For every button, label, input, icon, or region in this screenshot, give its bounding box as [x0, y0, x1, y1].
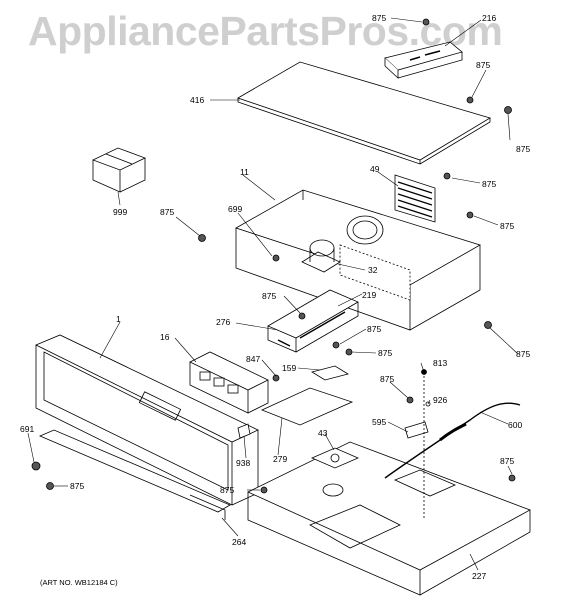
callout-875-c: 875: [516, 144, 530, 154]
callout-43: 43: [318, 428, 328, 438]
callout-227: 227: [472, 571, 486, 581]
plate-43: [310, 447, 360, 469]
callout-595: 595: [372, 417, 386, 427]
callout-600: 600: [508, 420, 522, 430]
callout-875-d: 875: [482, 179, 496, 189]
callout-847: 847: [246, 354, 260, 364]
harness-600: [384, 402, 521, 479]
callout-264: 264: [232, 537, 246, 547]
callout-276: 276: [216, 317, 230, 327]
housing-11: [235, 189, 481, 331]
art-number: (ART NO. WB12184 C): [40, 578, 118, 587]
callout-219: 219: [362, 290, 376, 300]
watermark: AppliancePartsPros.com: [28, 8, 503, 54]
insulation-279: [260, 387, 354, 426]
callout-938: 938: [236, 458, 250, 468]
callout-875-n: 875: [500, 456, 514, 466]
strip-lower: [38, 429, 231, 513]
callout-49: 49: [370, 164, 380, 174]
callout-416: 416: [190, 95, 204, 105]
base-227: [247, 441, 531, 596]
box-999: [91, 147, 147, 193]
callout-875-k: 875: [380, 374, 394, 384]
callout-16: 16: [160, 332, 170, 342]
callouts: 875 216 875 875 416 999 11 49 875 875 69…: [20, 13, 530, 587]
bracket-216: [384, 41, 463, 79]
screws: [31, 18, 516, 494]
callout-813: 813: [433, 358, 447, 368]
callout-875-j: 875: [516, 349, 530, 359]
callout-11: 11: [240, 167, 249, 177]
callout-926: 926: [433, 395, 447, 405]
callout-32: 32: [368, 265, 378, 275]
callout-279: 279: [273, 454, 287, 464]
callout-999: 999: [113, 207, 127, 217]
callout-875-h: 875: [367, 324, 381, 334]
callout-875-f: 875: [160, 207, 174, 217]
fan-32: [301, 239, 341, 273]
callout-875-g: 875: [262, 291, 276, 301]
callout-1: 1: [116, 314, 121, 324]
strip-264: [189, 494, 226, 520]
callout-875-m: 875: [220, 485, 234, 495]
callout-691: 691: [20, 424, 34, 434]
top-panel-416: [237, 61, 491, 165]
callout-875-b: 875: [476, 60, 490, 70]
part-159: [310, 365, 350, 381]
board-219-276: [267, 289, 359, 353]
callout-699: 699: [228, 204, 242, 214]
callout-875-a: 875: [372, 13, 386, 23]
control-board-16: [189, 351, 269, 414]
vent-49: [394, 174, 436, 223]
clip-938: [237, 423, 251, 439]
callout-159: 159: [282, 363, 296, 373]
callout-216: 216: [482, 13, 496, 23]
callout-875-l: 875: [70, 481, 84, 491]
callout-875-e: 875: [500, 221, 514, 231]
leader-lines: [27, 17, 519, 571]
callout-875-i: 875: [378, 348, 392, 358]
small-parts: [404, 369, 431, 520]
